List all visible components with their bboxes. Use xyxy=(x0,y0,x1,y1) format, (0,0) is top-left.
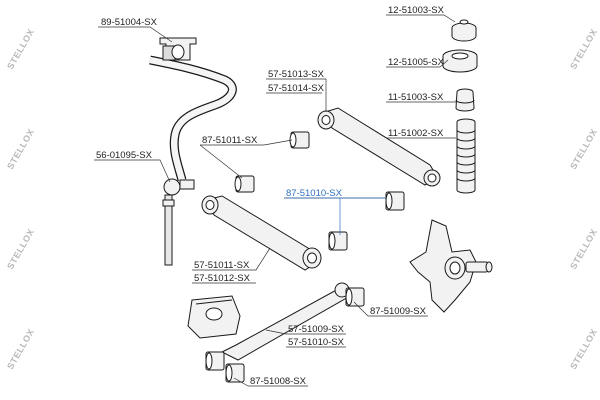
steering-knuckle xyxy=(409,219,493,313)
label-12-51003: 12-51003-SX xyxy=(388,5,444,16)
label-57-51012: 57-51012-SX xyxy=(194,273,250,284)
label-57-51014: 57-51014-SX xyxy=(268,83,324,94)
watermark-left-3: STELLOX xyxy=(5,227,36,271)
bushing-87-51009 xyxy=(345,287,365,307)
strut-mount xyxy=(451,19,477,42)
strut-bearing xyxy=(442,49,478,73)
stabilizer-bar xyxy=(149,55,237,182)
label-89-51004: 89-51004-SX xyxy=(101,17,157,28)
label-57-51010: 57-51010-SX xyxy=(288,337,344,348)
watermark-right-1: STELLOX xyxy=(568,27,599,71)
label-57-51013: 57-51013-SX xyxy=(268,69,324,80)
watermark-left: STELLOX STELLOX STELLOX STELLOX xyxy=(5,27,36,371)
label-11-51003: 11-51003-SX xyxy=(388,92,444,103)
label-87-51008: 87-51008-SX xyxy=(250,376,306,387)
dust-boot xyxy=(456,118,476,194)
bushing-87-51010 xyxy=(328,191,405,251)
label-87-51009: 87-51009-SX xyxy=(370,306,426,317)
watermark-right-4: STELLOX xyxy=(568,327,599,371)
watermark-left-2: STELLOX xyxy=(5,127,36,171)
watermark-left-1: STELLOX xyxy=(5,27,36,71)
label-56-01095: 56-01095-SX xyxy=(96,150,152,161)
label-11-51002: 11-51002-SX xyxy=(388,128,444,139)
bushing-87-51011 xyxy=(234,131,310,193)
label-12-51005: 12-51005-SX xyxy=(388,57,444,68)
watermark-left-4: STELLOX xyxy=(5,327,36,371)
stabilizer-link xyxy=(162,178,195,266)
leader-lines xyxy=(94,14,456,387)
stabilizer-bushing xyxy=(159,37,197,61)
bushing-87-51008 xyxy=(205,351,245,383)
label-57-51009: 57-51009-SX xyxy=(288,324,344,335)
watermark-right-2: STELLOX xyxy=(568,127,599,171)
bump-stop xyxy=(455,88,475,112)
trailing-link xyxy=(220,282,351,361)
label-57-51011: 57-51011-SX xyxy=(194,260,250,271)
upper-control-arm xyxy=(317,107,441,187)
label-87-51010: 87-51010-SX xyxy=(286,188,342,199)
watermark-right-3: STELLOX xyxy=(568,227,599,271)
label-87-51011: 87-51011-SX xyxy=(202,135,258,146)
mounting-bracket xyxy=(187,295,241,339)
lower-control-arm xyxy=(201,195,322,271)
watermark-right: STELLOX STELLOX STELLOX STELLOX xyxy=(568,27,599,371)
